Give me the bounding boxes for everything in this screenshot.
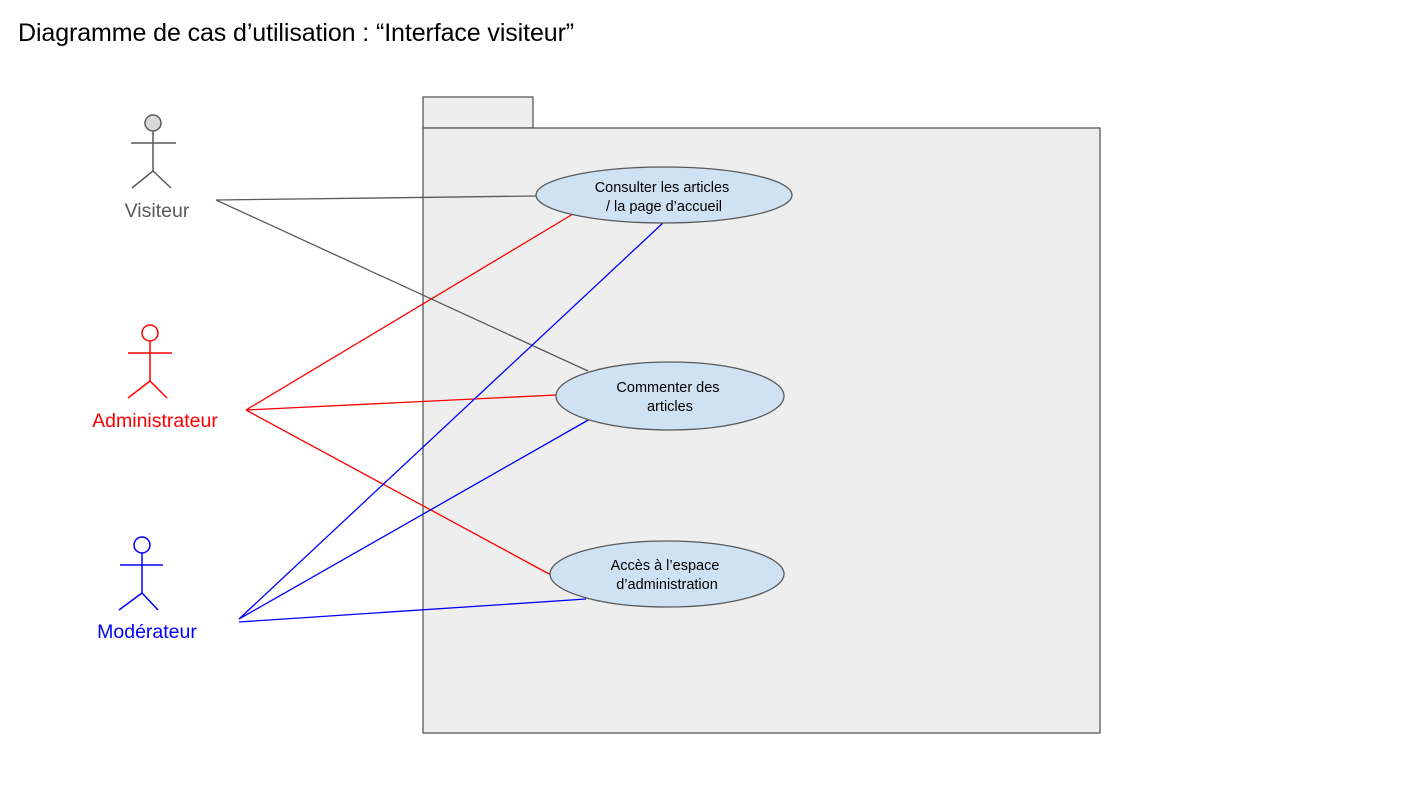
association-visiteur-commenter <box>215 199 589 372</box>
association-administrateur-commenter <box>245 394 557 411</box>
association-moderateur-acces-admin <box>238 598 587 623</box>
stick-figure-icon <box>118 536 163 611</box>
system-boundary-body <box>422 127 1101 734</box>
use-case-label-line: / la page d’accueil <box>606 199 722 215</box>
use-case-label-line: Accès à l’espace <box>611 558 720 574</box>
stick-figure-icon <box>131 114 176 189</box>
association-visiteur-consulter <box>215 195 537 201</box>
actor-label: Administrateur <box>92 410 218 432</box>
use-case-ellipse <box>535 166 793 224</box>
system-boundary <box>422 96 1101 734</box>
svg-text:Consulter les articles /: Consulter les articles / la page d’accue… <box>595 180 734 215</box>
use-case-consulter: Consulter les articles / la page d’accue… <box>535 166 793 224</box>
actor-label: Modérateur <box>97 621 197 643</box>
page-title: Diagramme de cas d’utilisation : “Interf… <box>18 19 575 47</box>
use-case-acces-admin: Accès à l’espace d’administration <box>549 540 785 608</box>
stick-figure-icon <box>127 324 172 399</box>
svg-text:Accès à l’espace d’admin: Accès à l’espace d’administration <box>611 558 724 593</box>
use-case-label-line: articles <box>647 399 693 415</box>
association-administrateur-acces-admin <box>245 409 552 576</box>
use-case-commenter: Commenter des articles <box>555 361 785 431</box>
association-administrateur-consulter <box>245 213 574 411</box>
actor-administrateur: Administrateur <box>92 324 218 432</box>
use-case-label-line: Commenter des <box>616 380 719 396</box>
actor-moderateur: Modérateur <box>97 536 197 643</box>
use-case-label-line: Consulter les articles <box>595 180 730 196</box>
use-case-ellipse <box>549 540 785 608</box>
use-case-label-line: d’administration <box>616 577 718 593</box>
system-boundary-tab <box>422 96 534 129</box>
association-moderateur-commenter <box>238 418 591 620</box>
actor-label: Visiteur <box>125 200 190 222</box>
associations <box>215 195 665 623</box>
use-case-ellipse <box>555 361 785 431</box>
association-moderateur-consulter <box>238 221 665 620</box>
svg-text:Commenter des articles: Commenter des articles <box>616 380 723 415</box>
actor-visiteur: Visiteur <box>125 114 190 222</box>
